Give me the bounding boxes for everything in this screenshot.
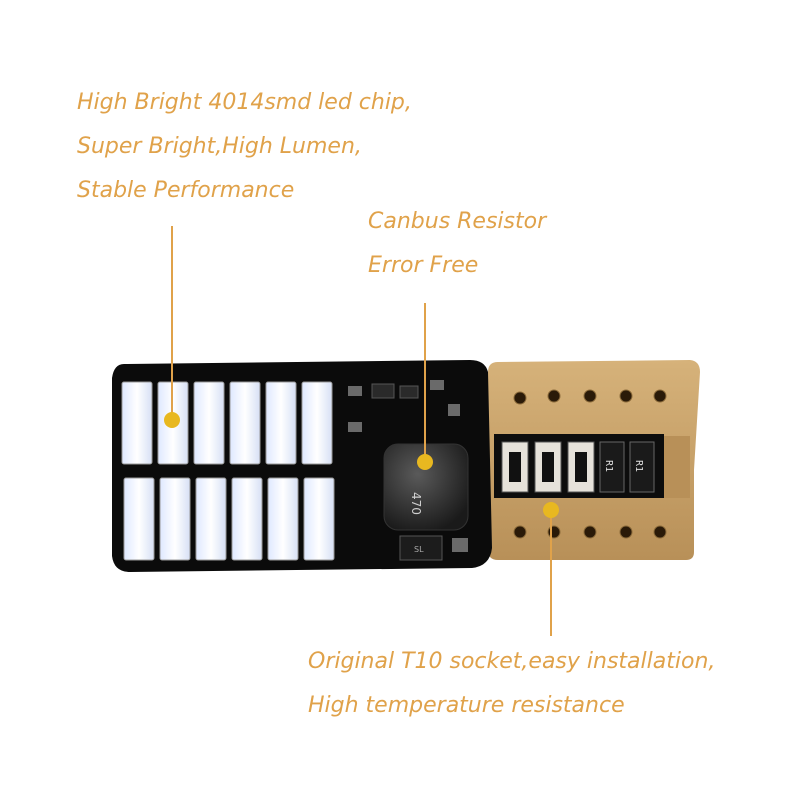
ic-chip: SL xyxy=(399,535,468,561)
callout-led-chip: High Bright 4014smd led chip, Super Brig… xyxy=(77,81,412,213)
callout-pointer-canbus xyxy=(417,303,433,470)
resistor-marking-1: R1 xyxy=(603,460,614,472)
led-chips-bottom-row xyxy=(123,477,335,561)
canbus-resistor-strip: R1 R1 xyxy=(494,434,664,498)
callout-led-line-1: High Bright 4014smd led chip, xyxy=(77,90,412,115)
callout-canbus-line-2: Error Free xyxy=(368,253,479,278)
callout-socket-line-2: High temperature resistance xyxy=(308,693,625,718)
resistor-marking-2: R1 xyxy=(633,460,644,472)
socket-holes xyxy=(513,389,667,539)
callout-socket-line-1: Original T10 socket,easy installation, xyxy=(308,649,716,674)
pointer-dot-canbus xyxy=(417,454,433,470)
callout-canbus: Canbus Resistor Error Free xyxy=(368,200,546,288)
callout-socket: Original T10 socket,easy installation, H… xyxy=(308,640,715,728)
callout-pointer-led xyxy=(164,226,180,428)
pointer-dot-socket xyxy=(543,502,559,518)
callout-canbus-line-1: Canbus Resistor xyxy=(368,209,547,234)
callout-led-line-2: Super Bright,High Lumen, xyxy=(77,134,362,159)
callout-pointer-socket xyxy=(543,502,559,636)
callout-led-line-3: Stable Performance xyxy=(77,178,295,203)
pointer-dot-led xyxy=(164,412,180,428)
ic-marking: SL xyxy=(414,545,424,554)
inductor-marking: 470 xyxy=(409,492,423,515)
